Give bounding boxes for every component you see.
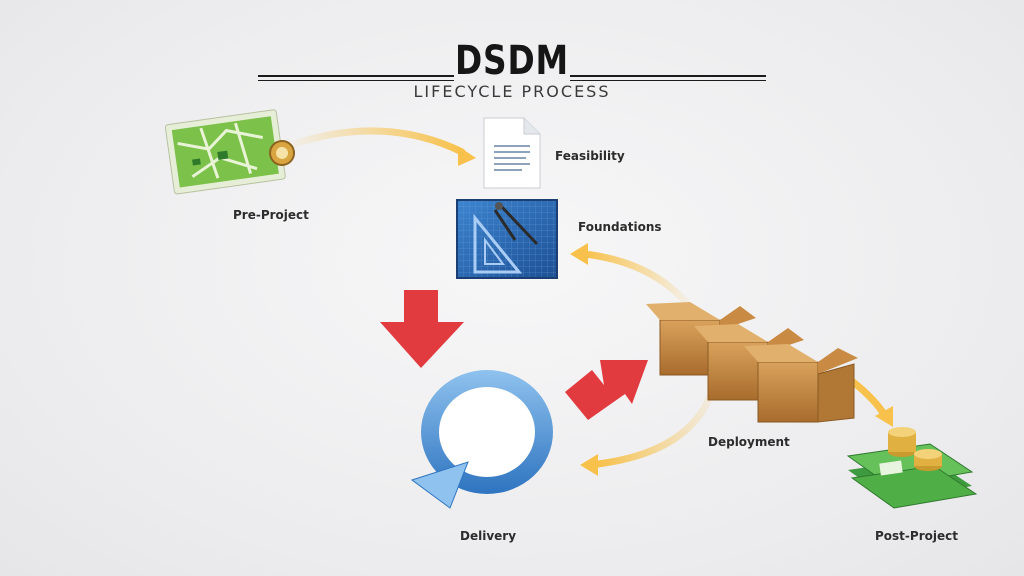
title-rule-left-thin: [258, 80, 454, 81]
blueprint-icon: [456, 199, 558, 279]
document-icon: [483, 117, 541, 189]
money-icon: [846, 427, 978, 509]
arrow-deployment-to-foundations: [570, 243, 690, 306]
label-feasibility: Feasibility: [555, 149, 625, 163]
label-delivery: Delivery: [460, 529, 517, 543]
arrow-deployment-to-post: [844, 374, 893, 427]
label-deployment: Deployment: [708, 435, 790, 449]
label-foundations: Foundations: [578, 220, 662, 234]
arrow-pre-to-feasibility: [278, 127, 476, 166]
map-icon: [164, 109, 296, 195]
coin-stack-2: [914, 449, 942, 471]
arrow-deployment-to-delivery: [580, 388, 716, 476]
red-arrow-down: [380, 290, 464, 368]
cycle-icon: [410, 370, 553, 509]
boxes-icon: [646, 302, 858, 423]
red-arrow-right: [565, 360, 648, 420]
title-rule-left: [258, 75, 454, 77]
title-rule-right: [570, 75, 766, 77]
page-subtitle: LIFECYCLE PROCESS: [413, 82, 611, 101]
label-pre-project: Pre-Project: [233, 208, 309, 222]
label-post-project: Post-Project: [875, 529, 958, 543]
coin-stack-1: [888, 427, 916, 457]
title-rule-right-thin: [570, 80, 766, 81]
page-title: DSDM: [454, 38, 570, 84]
